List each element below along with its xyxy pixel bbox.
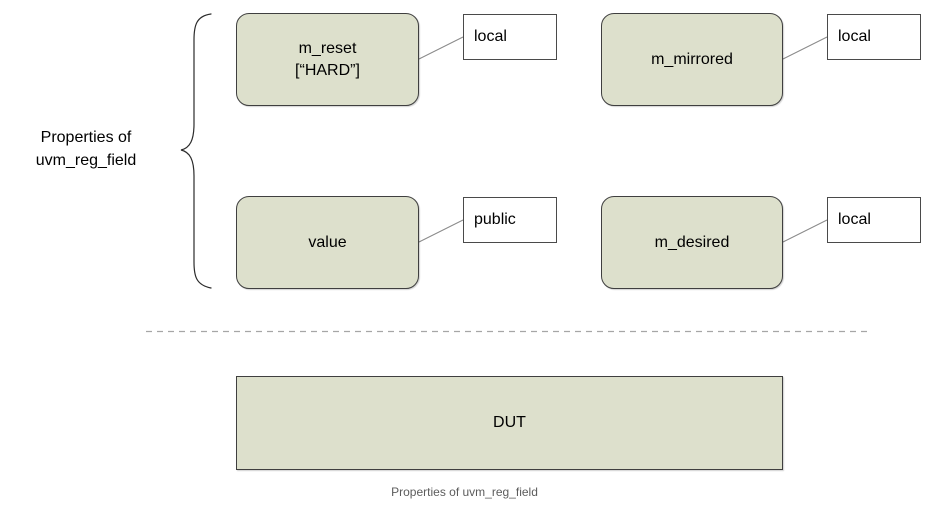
callout-value-visibility-label: public: [474, 211, 516, 228]
node-m-reset-label: m_reset [“HARD”]: [295, 38, 360, 81]
connector-m-mirrored: [782, 36, 828, 60]
node-value-line1: value: [308, 233, 347, 251]
callout-m-mirrored-visibility[interactable]: local: [827, 14, 921, 60]
curly-brace: [180, 13, 212, 289]
callout-m-mirrored-visibility-label: local: [838, 28, 871, 45]
node-m-desired-line1: m_desired: [654, 233, 730, 251]
connector-m-desired: [782, 219, 828, 243]
connector-value: [418, 219, 464, 243]
callout-m-desired-visibility-label: local: [838, 211, 871, 228]
node-m-mirrored[interactable]: m_mirrored: [601, 13, 783, 106]
node-m-reset[interactable]: m_reset [“HARD”]: [236, 13, 419, 106]
callout-m-desired-visibility[interactable]: local: [827, 197, 921, 243]
callout-m-reset-visibility-label: local: [474, 28, 507, 45]
connector-m-reset: [418, 36, 464, 60]
node-value[interactable]: value: [236, 196, 419, 289]
group-label-line2: uvm_reg_field: [35, 152, 137, 170]
node-m-reset-line2: [“HARD”]: [295, 61, 360, 79]
callout-value-visibility[interactable]: public: [463, 197, 557, 243]
dut-block[interactable]: DUT: [236, 376, 783, 470]
node-m-desired[interactable]: m_desired: [601, 196, 783, 289]
group-label-line1: Properties of: [40, 129, 132, 146]
node-m-mirrored-line1: m_mirrored: [651, 50, 733, 68]
group-label: Properties of uvm_reg_field: [6, 126, 166, 172]
node-m-mirrored-label: m_mirrored: [651, 49, 733, 71]
node-m-desired-label: m_desired: [655, 232, 730, 254]
figure-caption: Properties of uvm_reg_field: [0, 485, 929, 499]
callout-m-reset-visibility[interactable]: local: [463, 14, 557, 60]
dut-label: DUT: [493, 414, 526, 431]
node-value-label: value: [308, 232, 346, 254]
node-m-reset-line1: m_reset: [298, 39, 357, 57]
figure-caption-text: Properties of uvm_reg_field: [391, 485, 538, 499]
